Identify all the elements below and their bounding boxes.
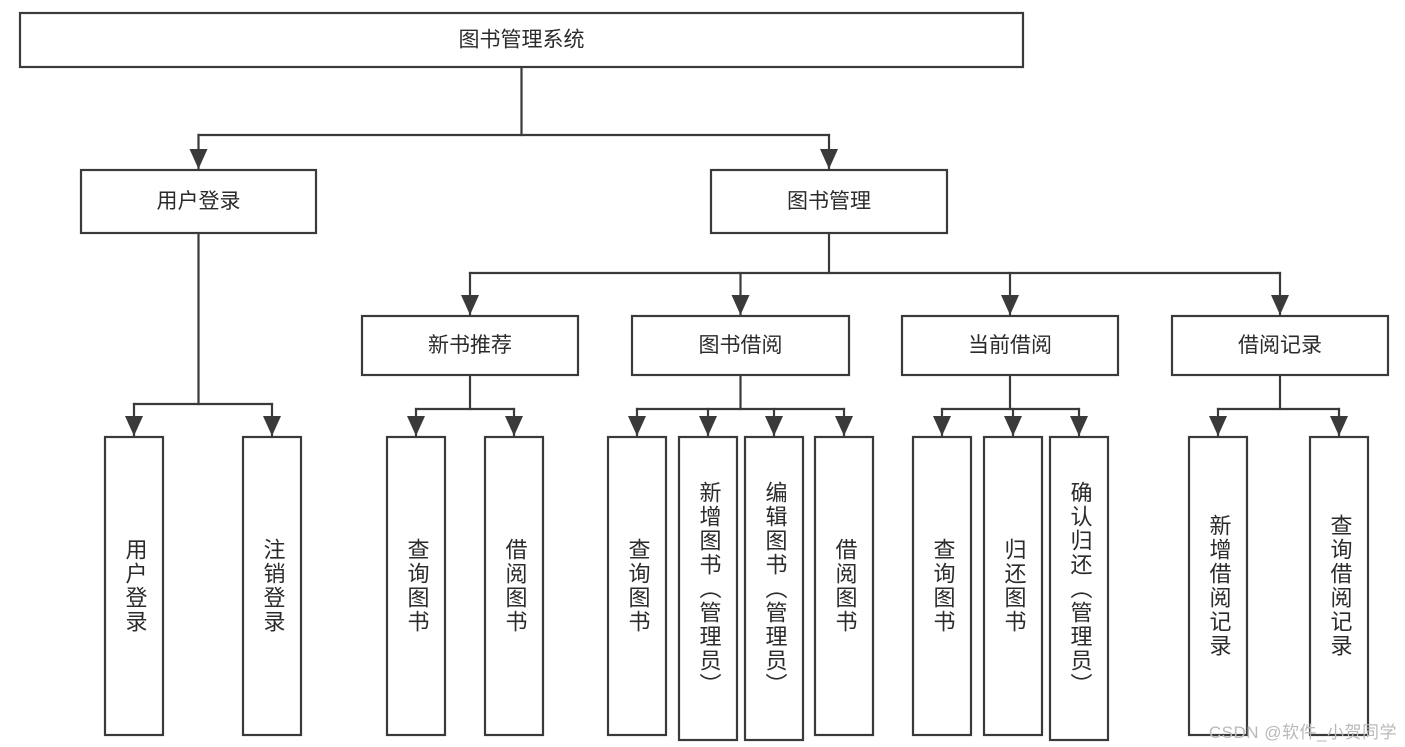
node-label-level3-3: 借阅记录	[1238, 334, 1322, 357]
node-box-level3-2[interactable]	[900, 314, 1120, 377]
node-box-leaf-7[interactable]	[813, 435, 875, 737]
node-box-level3-0[interactable]	[360, 314, 580, 377]
node-label-level3-0: 新书推荐	[428, 334, 512, 357]
node-label-level2-0: 用户登录	[157, 190, 241, 213]
node-label-level2-1: 图书管理	[787, 190, 871, 213]
arrow-head-l3-1-3	[835, 416, 853, 436]
node-box-level3-3[interactable]	[1170, 314, 1390, 377]
node-box-leaf-1[interactable]	[241, 435, 303, 737]
arrow-head-book-mgmt-1	[731, 295, 750, 315]
arrow-head-l3-3-1	[1330, 416, 1348, 436]
arrow-head-book-mgmt-3	[1271, 295, 1289, 315]
node-box-leaf-5[interactable]	[677, 435, 739, 742]
arrow-head-l3-1-1	[699, 416, 717, 436]
node-box-leaf-3[interactable]	[483, 435, 545, 737]
node-box-leaf-9[interactable]	[982, 435, 1044, 737]
arrow-head-l3-3-0	[1209, 416, 1227, 436]
arrow-head-l3-2-2	[1070, 416, 1088, 436]
arrow-head-login-0	[125, 416, 143, 436]
arrow-head-root-0	[189, 149, 208, 169]
node-box-leaf-0[interactable]	[103, 435, 165, 737]
arrow-head-l3-0-1	[505, 416, 523, 436]
node-box-leaf-2[interactable]	[385, 435, 447, 737]
arrow-head-l3-1-0	[628, 416, 646, 436]
connector-layer	[125, 65, 1348, 437]
node-box-leaf-6[interactable]	[743, 435, 805, 742]
arrow-head-l3-0-0	[407, 416, 425, 436]
node-box-leaf-12[interactable]	[1308, 435, 1370, 737]
node-box-level3-1[interactable]	[630, 314, 851, 377]
node-box-leaf-11[interactable]	[1187, 435, 1249, 737]
node-box-leaf-10[interactable]	[1048, 435, 1110, 742]
node-box-level2-0[interactable]	[79, 168, 318, 235]
arrow-head-l3-2-1	[1004, 416, 1022, 436]
arrow-head-root-1	[820, 149, 838, 169]
node-box-level2-1[interactable]	[709, 168, 949, 235]
csdn-watermark: CSDN @软件_小贺同学	[1208, 723, 1397, 742]
arrow-head-book-mgmt-0	[461, 295, 479, 315]
node-box-root-0[interactable]	[18, 11, 1025, 69]
arrow-head-l3-2-0	[933, 416, 951, 436]
node-box-leaf-4[interactable]	[606, 435, 668, 737]
arrow-head-l3-1-2	[765, 416, 783, 436]
node-label-root-0: 图书管理系统	[459, 29, 585, 52]
node-label-level3-1: 图书借阅	[699, 334, 783, 357]
node-box-leaf-8[interactable]	[911, 435, 973, 737]
arrow-head-login-1	[263, 416, 281, 436]
arrow-head-book-mgmt-2	[1001, 295, 1019, 315]
node-label-level3-2: 当前借阅	[968, 334, 1052, 357]
